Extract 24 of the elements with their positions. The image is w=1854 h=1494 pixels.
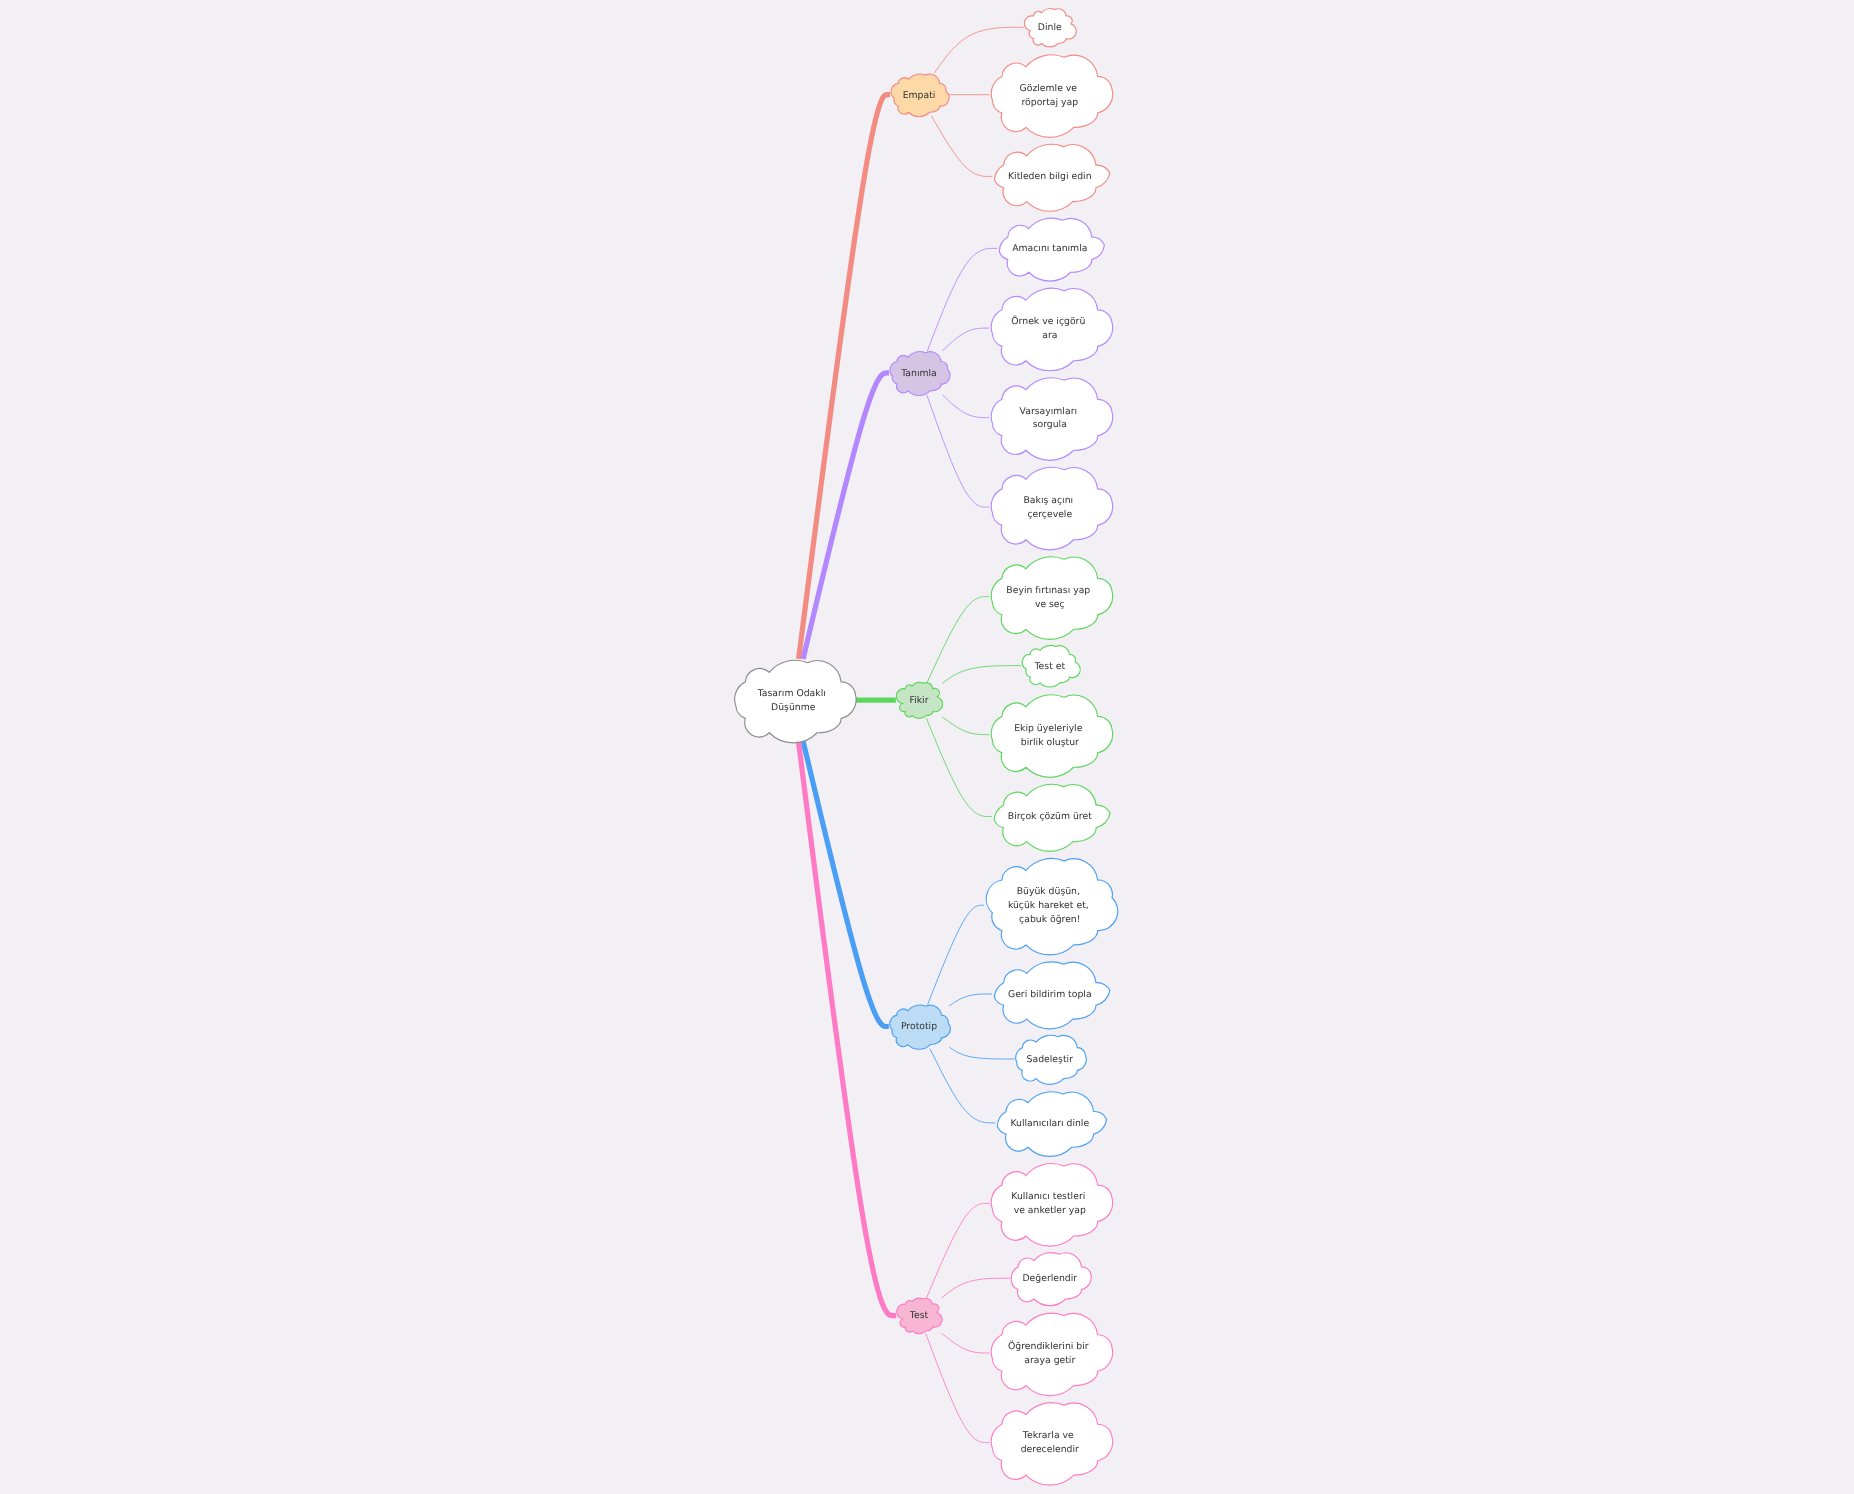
connector	[927, 248, 999, 352]
connector	[934, 26, 1026, 74]
connector	[942, 716, 991, 736]
connector	[931, 115, 994, 177]
connector	[801, 370, 890, 660]
connector	[948, 94, 991, 96]
connector	[942, 665, 1022, 684]
connector	[942, 1277, 1011, 1299]
connector	[927, 596, 991, 683]
connector	[926, 1203, 991, 1299]
connector	[928, 904, 986, 1005]
connector	[942, 1333, 991, 1354]
connector	[942, 327, 991, 352]
connector	[796, 741, 898, 1319]
connector	[942, 394, 991, 419]
connector	[949, 1046, 1016, 1060]
connector	[854, 697, 897, 703]
connector	[926, 717, 994, 817]
connector	[926, 1333, 991, 1443]
connector	[949, 993, 994, 1007]
connector	[930, 1048, 997, 1124]
connector	[796, 92, 892, 660]
connector	[927, 394, 991, 508]
connector	[801, 740, 890, 1030]
